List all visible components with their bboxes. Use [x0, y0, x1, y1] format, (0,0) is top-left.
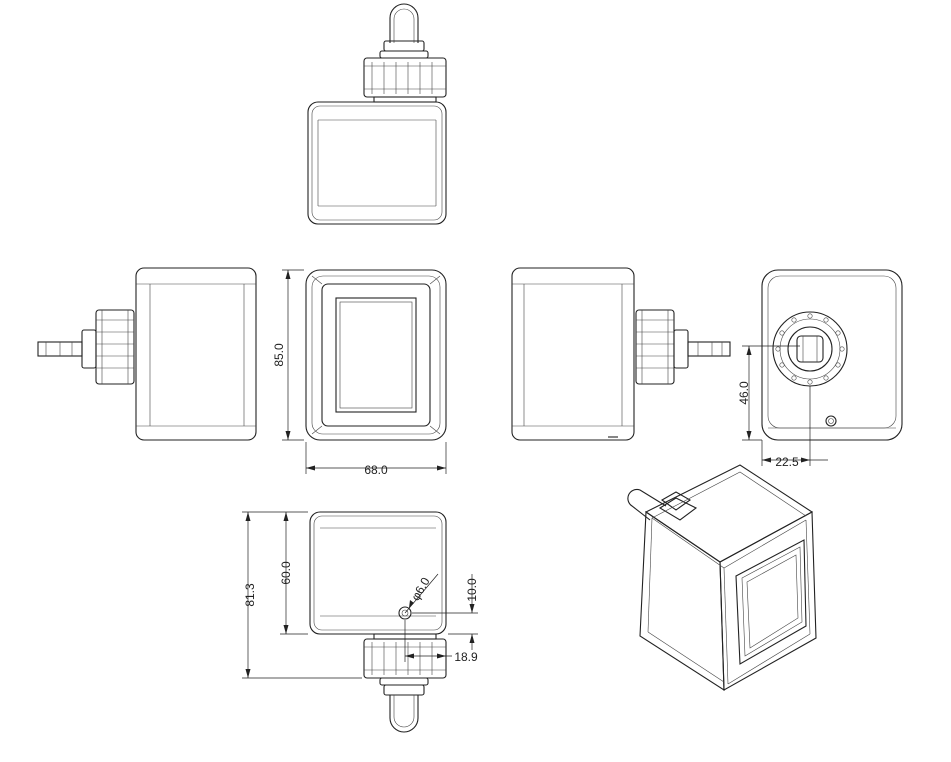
dim-body-height-label: 60.0	[279, 561, 293, 585]
dim-total-height-label: 81.3	[243, 583, 257, 607]
dimension-front-width: 68.0	[305, 442, 447, 477]
dim-front-height-label: 85.0	[272, 343, 286, 367]
dimension-body-height: 60.0	[279, 512, 308, 635]
dim-hole-diameter-label: φ6.0	[408, 575, 433, 603]
dimension-rear-height: 46.0	[737, 345, 800, 441]
dimension-gland-offset: 18.9	[404, 620, 478, 664]
dimension-hole-height: 10.0	[412, 574, 479, 650]
right-side-view	[511, 267, 731, 441]
dim-gland-offset-label: 18.9	[454, 650, 478, 664]
front-view	[305, 269, 447, 441]
bottom-view	[309, 511, 447, 733]
isometric-view	[627, 464, 817, 692]
dim-rear-height-label: 46.0	[737, 381, 751, 405]
dimension-total-height: 81.3	[242, 511, 362, 679]
dim-front-width-label: 68.0	[364, 463, 388, 477]
rear-view	[761, 269, 903, 441]
dimension-rear-offset: 22.5	[761, 386, 828, 469]
dim-rear-offset-label: 22.5	[775, 455, 799, 469]
dimension-front-height: 85.0	[272, 269, 304, 441]
left-side-view	[37, 267, 257, 441]
dim-hole-height-label: 10.0	[465, 578, 479, 602]
dimension-hole-diameter: φ6.0	[404, 573, 439, 614]
top-view	[307, 3, 447, 225]
